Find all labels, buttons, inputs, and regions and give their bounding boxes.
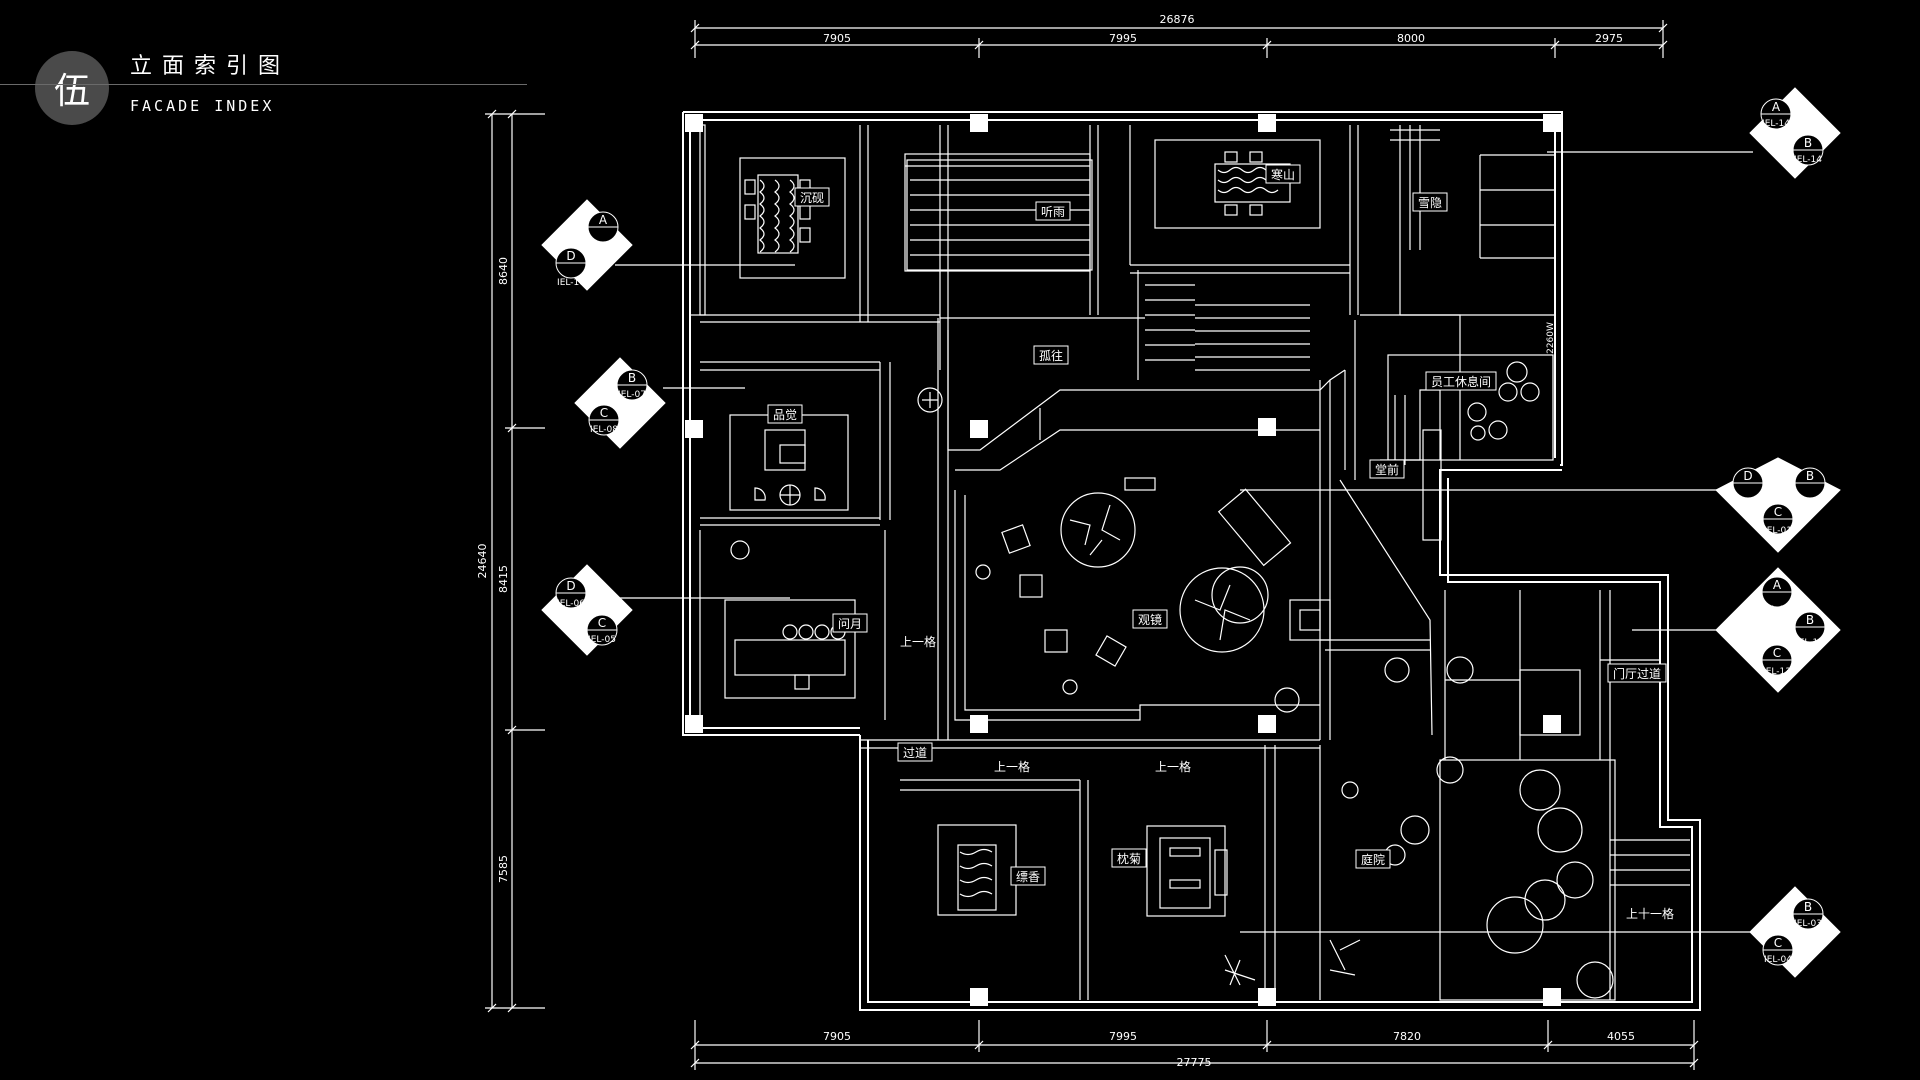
dim-top-seg: 8000 [1397,32,1425,45]
marker-code: IEL-08 [590,425,618,435]
interior-walls [690,124,1660,1001]
marker-letter: A [1773,578,1782,592]
room-label: 员工休息间 [1431,374,1491,389]
exterior-walls [682,111,1701,1011]
step-note: 上一格 [994,759,1030,774]
marker-letter: A [599,213,608,227]
room-label: 庭院 [1361,852,1385,867]
marker-code: IEL-04 [1764,955,1792,965]
page-subtitle: FACADE INDEX [130,97,275,115]
dim-left-seg: 7585 [497,855,510,883]
marker-code: IEL-02 [1734,498,1762,508]
room-label: 寒山 [1271,167,1295,182]
marker-letter: D [566,249,575,263]
step-note: 上十一格 [1626,906,1674,921]
dim-top-seg: 7905 [823,32,851,45]
dim-left-total: 24640 [476,544,489,579]
marker-letter: B [1804,136,1812,150]
dim-top-total: 26876 [1160,13,1195,26]
structural-columns [685,114,1561,1006]
index-leader-lines [597,151,1753,933]
marker-code: IEL-09 [589,242,617,252]
dim-bottom-total: 27775 [1177,1056,1212,1069]
chapter-badge: 伍 [35,51,109,125]
furniture [724,151,1690,917]
marker-letter: C [1774,505,1782,519]
step-note: 上一格 [1155,759,1191,774]
marker-code: IEL-14 [1794,155,1822,165]
marker-letter: B [628,371,636,385]
marker-code: IEL-13 [1763,667,1791,677]
room-label: 缥香 [1016,870,1040,884]
marker-code: IEL-06 [557,599,585,609]
room-label: 听雨 [1041,205,1065,219]
marker-code: IEL-01 [1764,526,1792,536]
index-marker: A IEL-09 D IEL-10 [541,199,633,291]
dim-left-seg: 8640 [497,257,510,285]
index-marker: A IEL-11 B IEL-12 C IEL-13 [1715,567,1841,693]
room-label: 过道 [903,746,927,760]
marker-letter: A [1772,100,1781,114]
marker-code: IEL-14 [1762,119,1790,129]
index-marker: D IEL-02 B IEL-01 C IEL-01 [1715,457,1841,553]
dim-left-seg: 8415 [497,565,510,593]
plant-symbols [730,387,1614,999]
marker-code: IEL-07 [618,390,646,400]
marker-letter: C [600,406,608,420]
dim-bottom-seg: 7995 [1109,1030,1137,1043]
index-marker: A IEL-14 B IEL-14 [1749,87,1841,179]
marker-code: IEL-05 [588,635,616,645]
dim-top-seg: 7995 [1109,32,1137,45]
plan-notes: 上一格 上一格 上一格 上十一格 2260W [900,322,1674,921]
index-marker: B IEL-07 C IEL-08 [574,357,666,449]
marker-code: IEL-12 [1796,638,1824,648]
marker-code: IEL-11 [1763,605,1791,615]
dim-bottom-seg: 4055 [1607,1030,1635,1043]
room-label: 问月 [838,617,862,631]
dim-top-seg: 2975 [1595,32,1623,45]
marker-letter: B [1806,613,1814,627]
dim-bottom-seg: 7820 [1393,1030,1421,1043]
room-label: 堂前 [1375,462,1399,477]
top-dimension-chain [690,20,1668,58]
room-label: 门厅过道 [1613,666,1661,681]
marker-letter: C [1773,646,1781,660]
dim-bottom-seg: 7905 [823,1030,851,1043]
room-label: 雪隐 [1418,196,1442,210]
room-label: 沉砚 [800,191,824,205]
room-label: 品觉 [773,408,797,422]
page-title: 立面索引图 [130,54,291,79]
header-divider [0,84,527,85]
marker-letter: C [598,616,606,630]
index-marker: B IEL-03 C IEL-04 [1749,886,1841,978]
index-markers: A IEL-09 D IEL-10 B IEL-07 C IEL-08 [541,87,1841,978]
dimension-labels: 26876 7905 7995 8000 2975 27775 7905 799… [476,13,1635,1069]
marker-letter: B [1806,469,1814,483]
marker-letter: D [1743,469,1752,483]
door-tag: 2260W [1546,322,1556,354]
marker-letter: C [1774,936,1782,950]
room-label: 孤往 [1039,348,1063,363]
marker-code: IEL-03 [1794,919,1822,929]
marker-letter: B [1804,900,1812,914]
marker-code: IEL-10 [557,278,585,288]
marker-letter: D [566,579,575,593]
step-note: 上一格 [900,634,936,649]
room-labels: 沉砚 听雨 寒山 雪隐 品觉 孤往 员工休息间 堂前 问月 观镜 门厅过道 过道… [767,164,1667,886]
room-label: 观镜 [1138,612,1162,627]
index-marker: D IEL-06 C IEL-05 [541,564,633,656]
room-label: 枕菊 [1117,851,1141,866]
marker-code: IEL-01 [1796,498,1824,508]
left-dimension-chain [485,109,545,1013]
bottom-dimension-chain [690,1020,1699,1070]
